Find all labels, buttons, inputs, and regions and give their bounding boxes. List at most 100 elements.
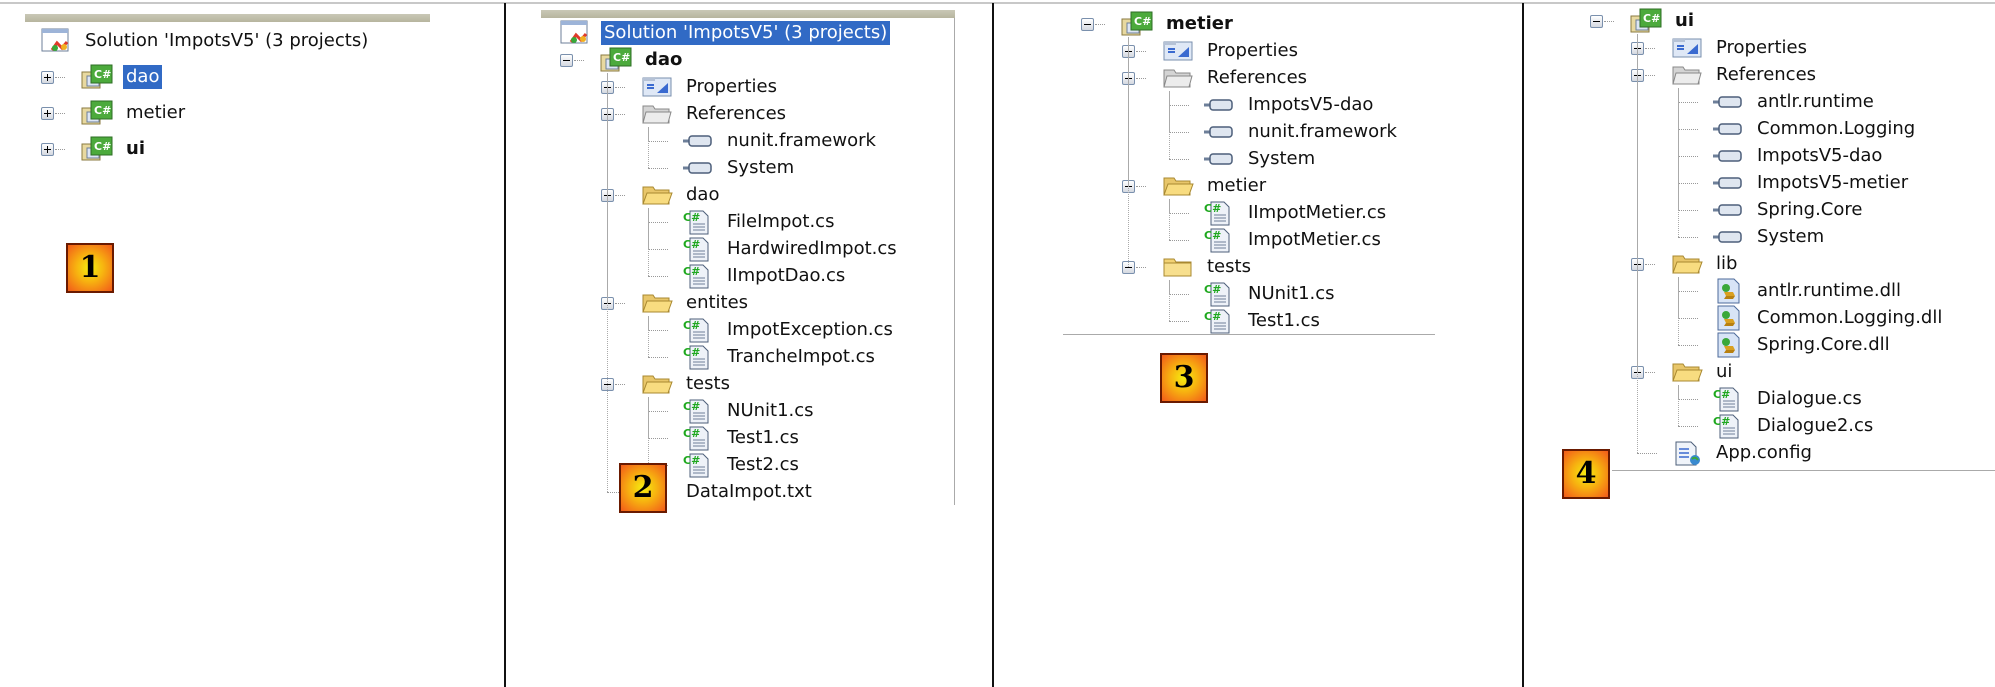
- csharp-file-icon: C#: [1712, 413, 1744, 439]
- tree-guide: [648, 397, 649, 465]
- tree-item-label[interactable]: Properties: [1716, 37, 1807, 58]
- tree-item-label[interactable]: Solution 'ImpotsV5' (3 projects): [85, 30, 369, 51]
- tree-connector: [648, 411, 668, 412]
- expand-icon[interactable]: [41, 107, 54, 120]
- tree-item-label[interactable]: NUnit1.cs: [727, 400, 814, 421]
- tree-item-label[interactable]: Properties: [1207, 40, 1298, 61]
- tree-item-label[interactable]: Test2.cs: [727, 454, 799, 475]
- tree-item-label[interactable]: DataImpot.txt: [686, 481, 812, 502]
- tree-item-label[interactable]: metier: [1166, 13, 1233, 34]
- tree-connector: [615, 114, 625, 115]
- tree-item-label[interactable]: References: [1716, 64, 1817, 85]
- solution-explorer-header-bar: [541, 10, 955, 18]
- tree-item-label[interactable]: nunit.framework: [727, 130, 876, 151]
- references-folder-icon: [1671, 62, 1703, 88]
- tree-item-label[interactable]: System: [1248, 148, 1316, 169]
- tree-item-label[interactable]: nunit.framework: [1248, 121, 1397, 142]
- tree-connector: [648, 276, 668, 277]
- tree-item-label[interactable]: App.config: [1716, 442, 1812, 463]
- csharp-project-icon: C#: [81, 100, 113, 126]
- tree-item-label[interactable]: antlr.runtime: [1757, 91, 1874, 112]
- tree-connector: [1604, 21, 1614, 22]
- tree-item-label[interactable]: NUnit1.cs: [1248, 283, 1335, 304]
- references-folder-icon: [1162, 65, 1194, 91]
- tree-item-label[interactable]: ImpotMetier.cs: [1248, 229, 1381, 250]
- folder-open-icon: [641, 182, 673, 208]
- properties-icon: [1671, 35, 1703, 61]
- collapse-icon[interactable]: [1590, 15, 1603, 28]
- tree-item-label[interactable]: IImpotDao.cs: [727, 265, 846, 286]
- tree-guide: [648, 316, 649, 357]
- tree-item-label[interactable]: ui: [126, 138, 145, 159]
- tree-guide: [648, 208, 649, 276]
- svg-text:C#: C#: [683, 427, 700, 440]
- panel-edge: [1612, 470, 1995, 471]
- csharp-file-icon: C#: [682, 425, 714, 451]
- tree-item-label[interactable]: metier: [1207, 175, 1267, 196]
- tree-item-label[interactable]: Test1.cs: [727, 427, 799, 448]
- csharp-file-icon: C#: [682, 263, 714, 289]
- svg-text:C#: C#: [1713, 388, 1730, 401]
- tree-connector: [615, 384, 625, 385]
- svg-text:C#: C#: [683, 265, 700, 278]
- tree-item-label[interactable]: System: [1757, 226, 1825, 247]
- tree-item-label[interactable]: ImpotsV5-metier: [1757, 172, 1909, 193]
- svg-text:C#: C#: [683, 319, 700, 332]
- csharp-file-icon: C#: [682, 236, 714, 262]
- tree-item-label[interactable]: dao: [123, 65, 163, 89]
- csharp-project-icon: C#: [600, 47, 632, 73]
- tree-item-label[interactable]: HardwiredImpot.cs: [727, 238, 897, 259]
- tree-connector: [1169, 321, 1189, 322]
- tree-item-label[interactable]: dao: [686, 184, 720, 205]
- tree-guide: [1678, 88, 1679, 237]
- expand-icon[interactable]: [41, 71, 54, 84]
- tree-connector: [1678, 237, 1698, 238]
- reference-icon: [1712, 89, 1744, 115]
- tree-connector: [1095, 24, 1105, 25]
- properties-icon: [641, 74, 673, 100]
- folder-closed-icon: [1162, 254, 1194, 280]
- tree-item-label[interactable]: Test1.cs: [1248, 310, 1320, 331]
- tree-item-label[interactable]: ImpotsV5-dao: [1757, 145, 1883, 166]
- tree-connector: [648, 357, 668, 358]
- tree-item-label[interactable]: FileImpot.cs: [727, 211, 835, 232]
- tree-item-label[interactable]: antlr.runtime.dll: [1757, 280, 1901, 301]
- folder-open-icon: [641, 371, 673, 397]
- tree-item-label[interactable]: ui: [1716, 361, 1733, 382]
- tree-connector: [1678, 183, 1698, 184]
- top-border: [0, 2, 1995, 4]
- tree-item-label[interactable]: References: [686, 103, 787, 124]
- tree-item-label[interactable]: ImpotsV5-dao: [1248, 94, 1374, 115]
- tree-item-label[interactable]: lib: [1716, 253, 1738, 274]
- folder-open-icon: [1671, 359, 1703, 385]
- solution-icon: [559, 20, 591, 46]
- tree-item-label[interactable]: metier: [126, 102, 186, 123]
- tree-item-label[interactable]: Properties: [686, 76, 777, 97]
- tree-item-label[interactable]: ui: [1675, 10, 1694, 31]
- tree-connector: [1645, 372, 1655, 373]
- tree-item-label[interactable]: Dialogue.cs: [1757, 388, 1862, 409]
- collapse-icon[interactable]: [1081, 18, 1094, 31]
- collapse-icon[interactable]: [560, 54, 573, 67]
- tree-item-label[interactable]: Dialogue2.cs: [1757, 415, 1874, 436]
- tree-item-label[interactable]: ImpotException.cs: [727, 319, 893, 340]
- tree-connector: [1169, 240, 1189, 241]
- tree-item-label[interactable]: System: [727, 157, 795, 178]
- tree-item-label[interactable]: TrancheImpot.cs: [727, 346, 875, 367]
- tree-item-label[interactable]: dao: [645, 49, 683, 70]
- tree-item-label[interactable]: Spring.Core.dll: [1757, 334, 1890, 355]
- csharp-file-icon: C#: [1203, 227, 1235, 253]
- tree-item-label[interactable]: Common.Logging: [1757, 118, 1916, 139]
- tree-guide: [1169, 199, 1170, 240]
- expand-icon[interactable]: [41, 143, 54, 156]
- tree-item-label[interactable]: entites: [686, 292, 749, 313]
- tree-item-label[interactable]: tests: [1207, 256, 1251, 277]
- tree-item-label[interactable]: Solution 'ImpotsV5' (3 projects): [601, 21, 891, 45]
- tree-item-label[interactable]: tests: [686, 373, 730, 394]
- csharp-project-icon: C#: [1121, 11, 1153, 37]
- tree-item-label[interactable]: Common.Logging.dll: [1757, 307, 1943, 328]
- tree-item-label[interactable]: Spring.Core: [1757, 199, 1863, 220]
- tree-item-label[interactable]: References: [1207, 67, 1308, 88]
- svg-text:C#: C#: [613, 51, 630, 64]
- tree-item-label[interactable]: IImpotMetier.cs: [1248, 202, 1387, 223]
